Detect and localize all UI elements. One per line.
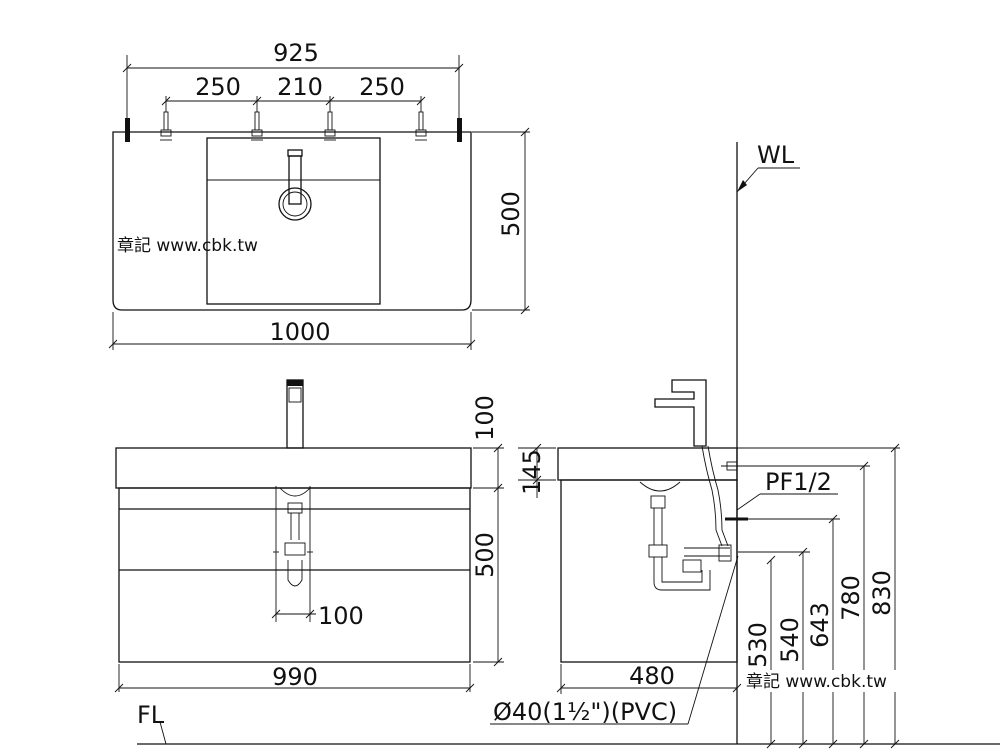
front-view: 100 100 500 990	[114, 379, 504, 693]
dim-cabinet-height: 500	[471, 532, 499, 578]
dim-side-depth: 480	[629, 662, 675, 690]
side-view: WL	[490, 141, 904, 749]
dim-h-643: 643	[806, 602, 834, 648]
dim-spacing-left: 250	[195, 73, 241, 101]
mount-screw-3	[324, 111, 336, 141]
dim-h-540: 540	[776, 617, 804, 663]
basin-top-outline	[206, 137, 381, 305]
front-cabinet	[118, 487, 471, 663]
drain-top-icon	[278, 187, 312, 221]
dim-counter-thickness: 145	[518, 449, 546, 495]
wall-bracket-left	[125, 118, 130, 142]
pf-label: PF1/2	[765, 468, 832, 496]
dim-h-530: 530	[744, 622, 772, 668]
dim-overall-925: 925	[273, 39, 319, 67]
front-drain-trap	[273, 486, 313, 622]
wl-label: WL	[757, 141, 795, 169]
faucet-top-icon	[287, 149, 303, 157]
side-cabinet	[560, 479, 738, 663]
front-countertop	[115, 447, 472, 489]
countertop-outline	[112, 131, 472, 311]
mount-screw-1	[160, 111, 172, 141]
mount-screw-4	[415, 111, 427, 141]
dim-spacing-right: 250	[359, 73, 405, 101]
angle-valve	[721, 461, 756, 521]
watermark-top: 章記 www.cbk.tw	[117, 236, 258, 256]
dim-faucet-height: 100	[471, 395, 499, 441]
watermark-bottom: 章記 www.cbk.tw	[746, 672, 887, 692]
fl-label: FL	[137, 701, 165, 729]
dim-h-830: 830	[868, 570, 896, 616]
floor-level: FL	[137, 701, 1000, 745]
side-countertop	[557, 447, 738, 481]
wall-bracket-right	[457, 118, 462, 142]
mount-screw-2	[251, 111, 263, 141]
side-drain-trap	[648, 495, 732, 591]
faucet-side-icon	[654, 379, 707, 447]
dim-h-780: 780	[837, 575, 865, 621]
dim-top-width: 1000	[269, 318, 330, 346]
dim-drain-offset: 100	[318, 602, 364, 630]
top-view: 925 250 210 250	[108, 39, 530, 350]
dim-top-depth: 500	[497, 191, 525, 237]
drain-pipe-label: Ø40(1½")(PVC)	[493, 698, 677, 726]
dim-cabinet-width: 990	[272, 663, 318, 691]
dim-spacing-mid: 210	[277, 73, 323, 101]
